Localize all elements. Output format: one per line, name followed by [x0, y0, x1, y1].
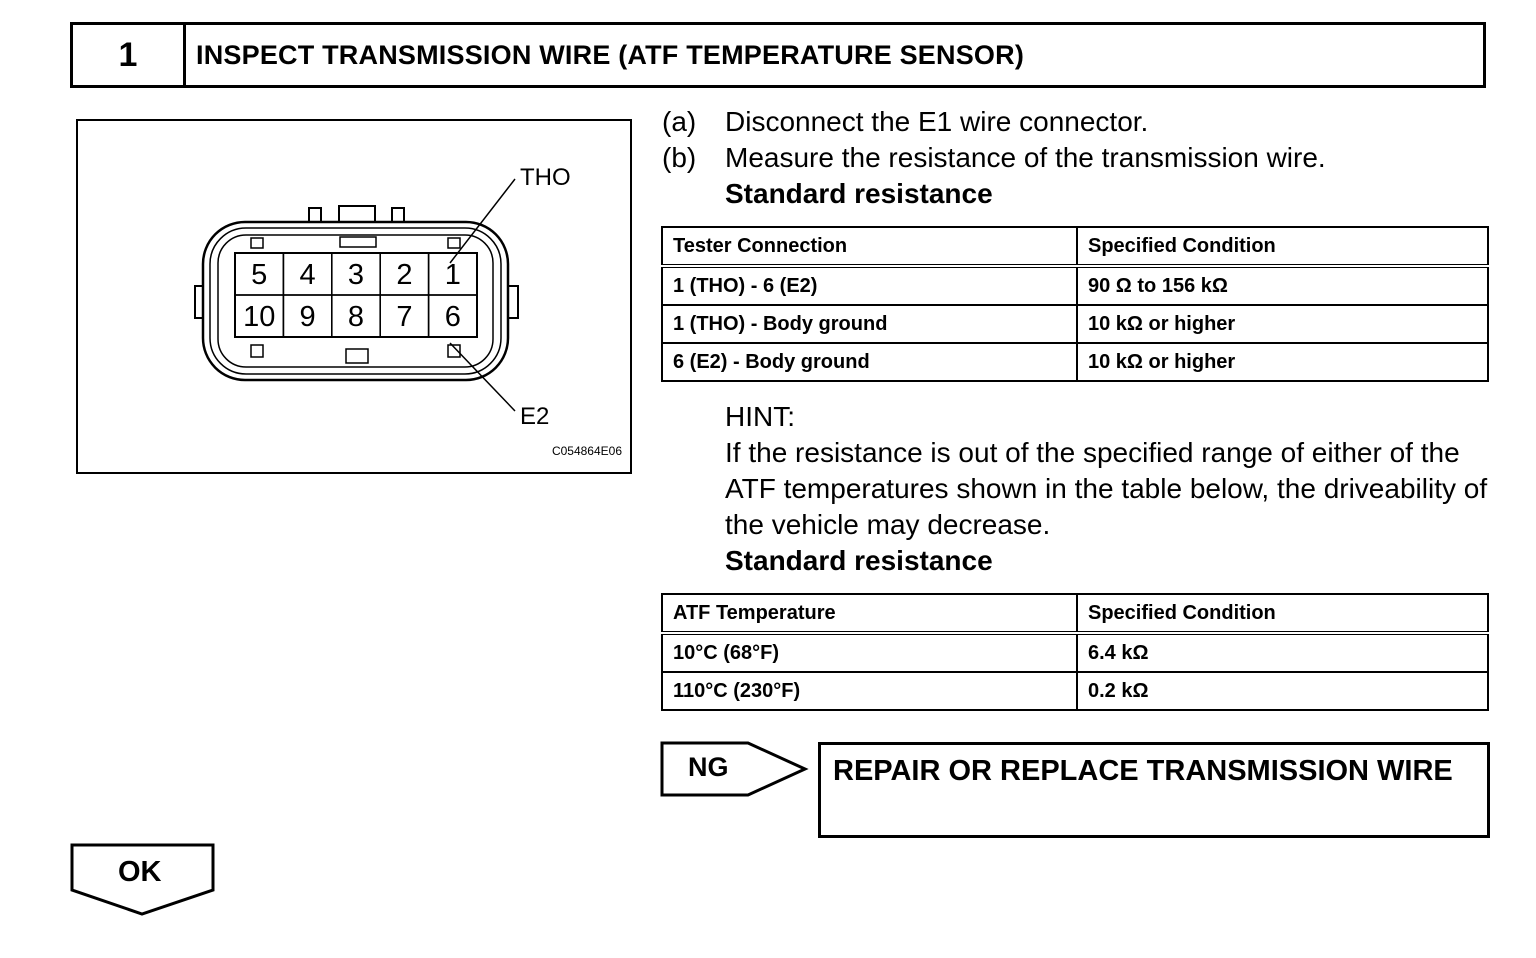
table-cell: 1 (THO) - Body ground [661, 304, 1078, 344]
ok-branch-arrow[interactable]: OK [70, 842, 218, 917]
instruction-letter: (a) [662, 106, 697, 137]
hint-label: HINT: [725, 401, 795, 432]
pin-number: 5 [251, 259, 267, 291]
table-row: 1 (THO) - Body ground 10 kΩ or higher [661, 304, 1489, 344]
step-title: INSPECT TRANSMISSION WIRE (ATF TEMPERATU… [196, 39, 1025, 70]
pin-number: 9 [300, 301, 316, 333]
table-header-row: Tester Connection Specified Condition [661, 226, 1489, 268]
table-row: 10°C (68°F) 6.4 kΩ [661, 632, 1489, 673]
ok-arrow-icon [70, 843, 215, 916]
table-cell: 10°C (68°F) [661, 632, 1078, 673]
table-header-row: ATF Temperature Specified Condition [661, 593, 1489, 635]
label-e2: E2 [520, 403, 549, 430]
hint-block: HINT: If the resistance is out of the sp… [725, 399, 1505, 579]
atf-temperature-table: ATF Temperature Specified Condition 10°C… [661, 593, 1489, 711]
standard-resistance-label: Standard resistance [725, 178, 993, 209]
ng-arrow-icon [660, 741, 809, 797]
label-tho: THO [520, 164, 571, 191]
table-cell: 6.4 kΩ [1076, 632, 1489, 673]
hint-text: If the resistance is out of the specifie… [725, 437, 1488, 540]
step-header: 1 INSPECT TRANSMISSION WIRE (ATF TEMPERA… [70, 22, 1486, 88]
table-cell: 1 (THO) - 6 (E2) [661, 265, 1078, 306]
ng-label: NG [688, 752, 729, 782]
table-header: Specified Condition [1076, 226, 1489, 268]
pin-number: 1 [445, 259, 461, 291]
pin-number: 8 [348, 301, 364, 333]
step-number: 1 [73, 25, 186, 85]
table-cell: 10 kΩ or higher [1076, 342, 1489, 382]
pin-number: 4 [300, 259, 316, 291]
ng-branch-arrow[interactable]: NG [660, 740, 810, 800]
standard-resistance-label: Standard resistance [725, 545, 993, 576]
table-cell: 6 (E2) - Body ground [661, 342, 1078, 382]
table-row: 110°C (230°F) 0.2 kΩ [661, 671, 1489, 711]
table-cell: 0.2 kΩ [1076, 671, 1489, 711]
instruction-letter: (b) [662, 142, 697, 173]
pin-number: 2 [396, 259, 412, 291]
pin-cell [427, 294, 478, 338]
table-row: 1 (THO) - 6 (E2) 90 Ω to 156 kΩ [661, 265, 1489, 306]
instruction-text: Measure the resistance of the transmissi… [725, 142, 1326, 173]
pin-number: 6 [445, 301, 461, 333]
ok-label: OK [118, 856, 162, 888]
instruction-text: Disconnect the E1 wire connector. [725, 106, 1149, 137]
figure-code: C054864E06 [551, 444, 622, 458]
tester-connection-table: Tester Connection Specified Condition 1 … [661, 226, 1489, 382]
table-header: Tester Connection [661, 226, 1078, 268]
table-cell: 110°C (230°F) [661, 671, 1078, 711]
table-header: Specified Condition [1076, 593, 1489, 635]
ng-result-box: REPAIR OR REPLACE TRANSMISSION WIRE [818, 742, 1490, 838]
table-header: ATF Temperature [661, 593, 1078, 635]
pin-number: 3 [348, 259, 364, 291]
table-row: 6 (E2) - Body ground 10 kΩ or higher [661, 342, 1489, 382]
instruction-b: (b) Measure the resistance of the transm… [662, 140, 1502, 176]
instructions: (a) Disconnect the E1 wire connector. (b… [662, 104, 1502, 212]
instruction-a: (a) Disconnect the E1 wire connector. [662, 104, 1502, 140]
table-cell: 10 kΩ or higher [1076, 304, 1489, 344]
pin-number: 10 [243, 301, 275, 333]
table-cell: 90 Ω to 156 kΩ [1076, 265, 1489, 306]
pin-number: 7 [396, 301, 412, 333]
